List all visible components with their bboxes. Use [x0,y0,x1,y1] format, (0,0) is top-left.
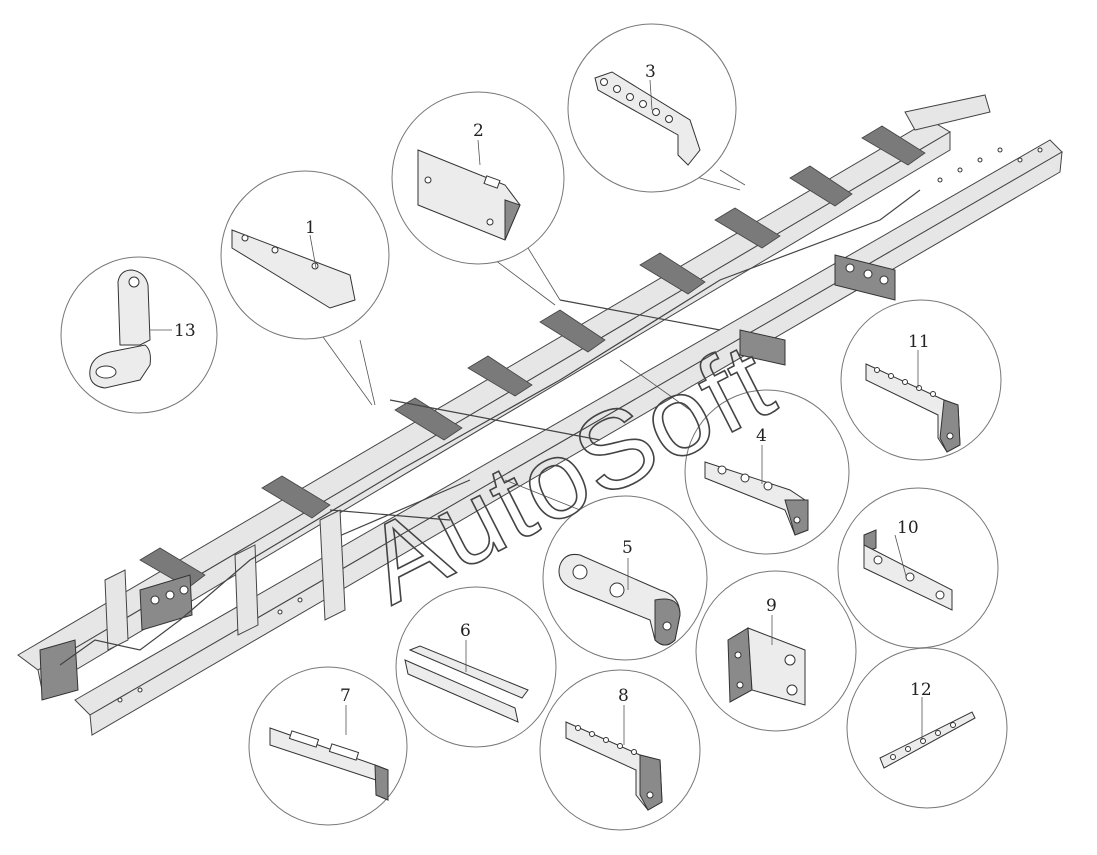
part-3-holes [600,78,673,123]
chassis-frame [17,94,1063,736]
callout-label-3: 3 [645,62,656,82]
callout-label-1: 1 [305,218,316,238]
detail-bubble-8: 8 [539,669,701,831]
detail-bubble-4: 4 [684,389,850,555]
rail-perforations [117,147,1043,703]
detail-bubble-7: 7 [248,666,408,826]
detail-bubble-5: 5 [542,495,708,661]
callout-label-5: 5 [622,538,633,558]
detail-bubble-2: 2 [391,91,565,265]
detail-bubble-12: 12 [846,647,1008,809]
detail-bubble-10: 10 [837,487,999,649]
detail-bubble-11: 11 [840,299,1002,461]
callout-label-12: 12 [910,680,932,700]
callout-label-10: 10 [897,518,919,538]
callout-label-9: 9 [766,596,777,616]
callout-label-11: 11 [908,332,930,352]
detail-bubble-9: 9 [695,570,857,732]
callout-label-6: 6 [460,621,471,641]
detail-bubble-1: 1 [220,170,390,340]
callout-label-2: 2 [473,121,484,141]
callout-label-7: 7 [340,686,351,706]
callout-label-8: 8 [618,686,629,706]
callout-label-13: 13 [174,321,196,341]
detail-bubble-3: 3 [567,23,737,193]
callout-label-4: 4 [756,426,767,446]
detail-bubble-13: 13 [60,256,218,414]
detail-bubble-6: 6 [395,586,557,748]
